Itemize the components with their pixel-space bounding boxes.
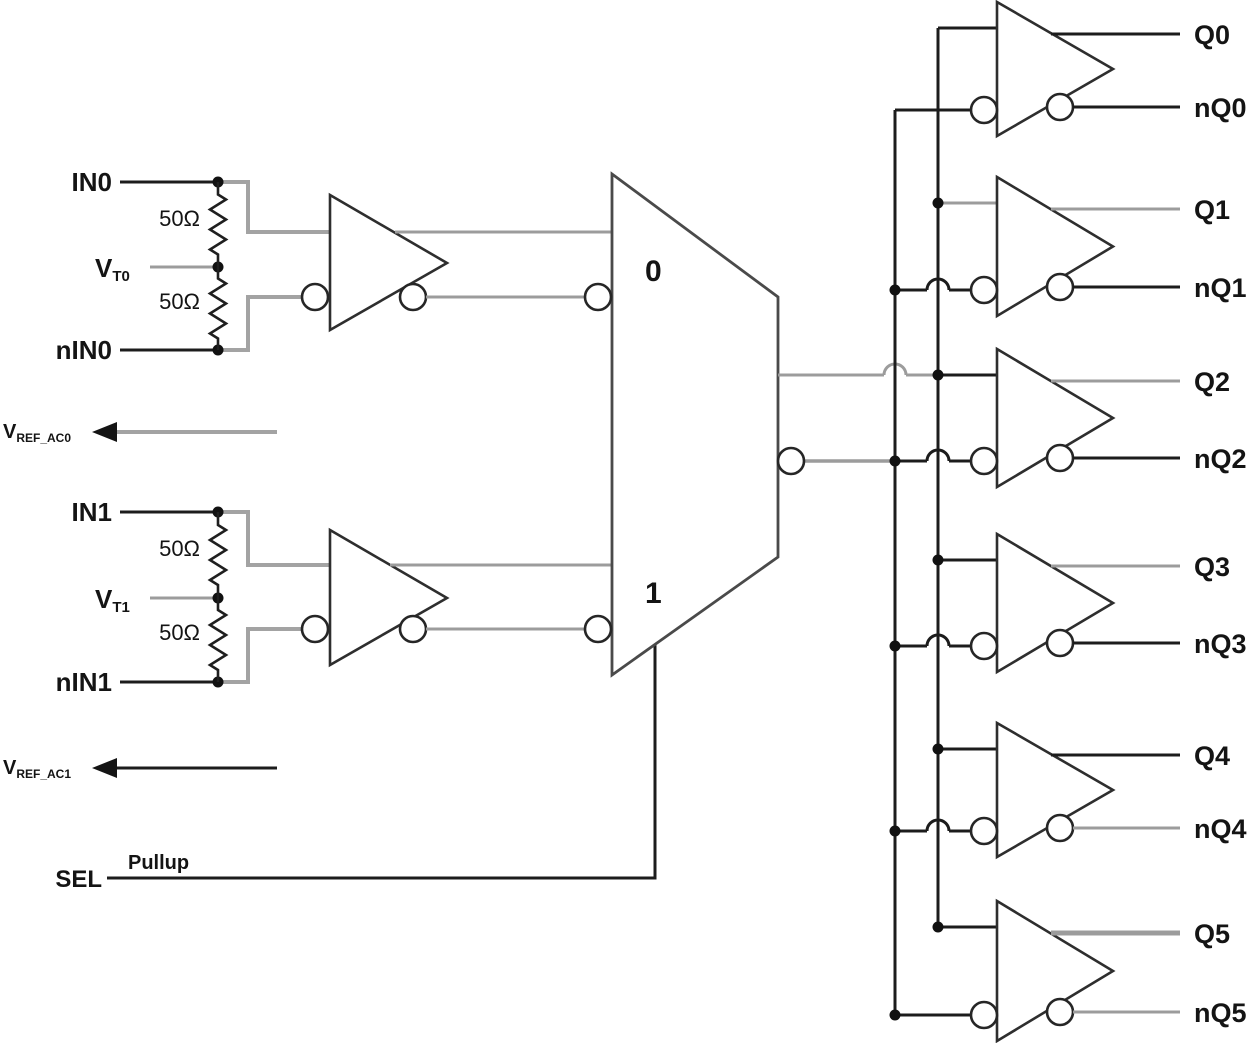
wire-sel	[107, 644, 657, 880]
junction-dot	[932, 554, 944, 566]
inverting-input-bubble	[969, 816, 999, 846]
inverting-output-bubble	[1045, 997, 1075, 1027]
junction-dot	[932, 743, 944, 755]
output-label-nq3: nQ3	[1194, 629, 1247, 659]
select-input: SEL Pullup	[55, 644, 657, 893]
wire-in0-route	[218, 180, 330, 234]
output-label-q2: Q2	[1194, 367, 1230, 397]
input-buffer-ch1	[328, 527, 450, 668]
input-buffer-ch0	[328, 192, 450, 333]
wire-in1-route	[218, 510, 330, 567]
output-buffer-row: Q2 nQ2	[889, 346, 1247, 490]
junction-dot	[889, 640, 901, 652]
input-label-in1: IN1	[72, 497, 112, 527]
input-channel-1: IN1 50Ω VT1 50Ω nIN1	[56, 497, 612, 697]
junction-dot	[889, 1009, 901, 1021]
termination-resistor	[207, 267, 229, 350]
inverting-input-bubble	[969, 95, 999, 125]
junction-dot	[932, 197, 944, 209]
resistor-label-ch1-bot: 50Ω	[159, 620, 200, 645]
input-channel-0: IN0 50Ω VT0 50Ω nIN0	[56, 167, 612, 365]
output-label-q1: Q1	[1194, 195, 1230, 225]
termination-resistor	[207, 182, 229, 267]
output-label-q5: Q5	[1194, 919, 1230, 949]
inverting-input-bubble	[969, 631, 999, 661]
output-buffer-row: Q1 nQ1	[889, 174, 1247, 319]
input-label-nin1: nIN1	[56, 667, 112, 697]
junction-dot	[889, 455, 901, 467]
mux: 0 1	[583, 171, 938, 678]
pullup-label: Pullup	[128, 852, 189, 874]
output-buffer-row: Q0 nQ0	[895, 0, 1247, 139]
vref-ac1: VREF_AC1	[3, 757, 277, 781]
output-label-q0: Q0	[1194, 20, 1230, 50]
mux-body	[610, 171, 780, 678]
input-label-in0: IN0	[72, 167, 112, 197]
inverting-input-bubble	[969, 446, 999, 476]
arrow-left-icon	[92, 758, 117, 778]
vref-ac0: VREF_AC0	[3, 421, 277, 445]
termination-resistor	[207, 512, 229, 598]
inverting-input-bubble	[300, 282, 330, 312]
inverting-input-bubble	[300, 614, 330, 644]
inverting-output-bubble	[1045, 272, 1075, 302]
mux-channel-0-label: 0	[645, 255, 662, 288]
mux-channel-1-label: 1	[645, 577, 662, 610]
wire-nin0-route	[218, 295, 302, 352]
inverting-output-bubble	[398, 282, 428, 312]
inverting-output-bubble	[1045, 443, 1075, 473]
termination-voltage-label-vt1: VT1	[95, 584, 130, 616]
resistor-label-ch0-bot: 50Ω	[159, 289, 200, 314]
output-label-nq2: nQ2	[1194, 444, 1247, 474]
wire	[925, 277, 951, 291]
output-label-q4: Q4	[1194, 741, 1230, 771]
inverting-input-bubble	[583, 282, 613, 312]
inverting-output-bubble	[398, 614, 428, 644]
output-buffer-row: Q4 nQ4	[889, 720, 1247, 860]
termination-voltage-label-vt0: VT0	[95, 253, 130, 285]
output-label-nq1: nQ1	[1194, 273, 1247, 303]
output-buffer-row: Q3 nQ3	[889, 531, 1247, 675]
wire-nin1-route	[218, 627, 302, 684]
output-label-nq4: nQ4	[1194, 814, 1247, 844]
inverting-output-bubble	[1045, 813, 1075, 843]
wire	[925, 818, 951, 832]
junction-dot	[889, 284, 901, 296]
junction-dot	[932, 921, 944, 933]
termination-resistor	[207, 598, 229, 682]
output-label-q3: Q3	[1194, 552, 1230, 582]
wire	[925, 633, 951, 647]
vref-ac1-label: VREF_AC1	[3, 757, 71, 781]
resistor-label-ch1-top: 50Ω	[159, 536, 200, 561]
arrow-left-icon	[92, 422, 117, 442]
junction-dot	[889, 825, 901, 837]
output-buffer-row: Q5 nQ5	[889, 898, 1247, 1043]
inverting-input-bubble	[583, 614, 613, 644]
distribution-rails	[893, 28, 940, 1015]
output-label-nq0: nQ0	[1194, 93, 1247, 123]
junction-dot	[932, 369, 944, 381]
output-label-nq5: nQ5	[1194, 998, 1247, 1028]
input-label-nin0: nIN0	[56, 335, 112, 365]
vref-ac0-label: VREF_AC0	[3, 421, 71, 445]
sel-label: SEL	[55, 866, 102, 893]
resistor-label-ch0-top: 50Ω	[159, 206, 200, 231]
inverting-input-bubble	[969, 275, 999, 305]
inverting-output-bubble	[1045, 92, 1075, 122]
inverting-output-bubble	[1045, 628, 1075, 658]
wire	[925, 448, 951, 462]
inverting-output-bubble	[776, 446, 806, 476]
inverting-input-bubble	[969, 1000, 999, 1030]
